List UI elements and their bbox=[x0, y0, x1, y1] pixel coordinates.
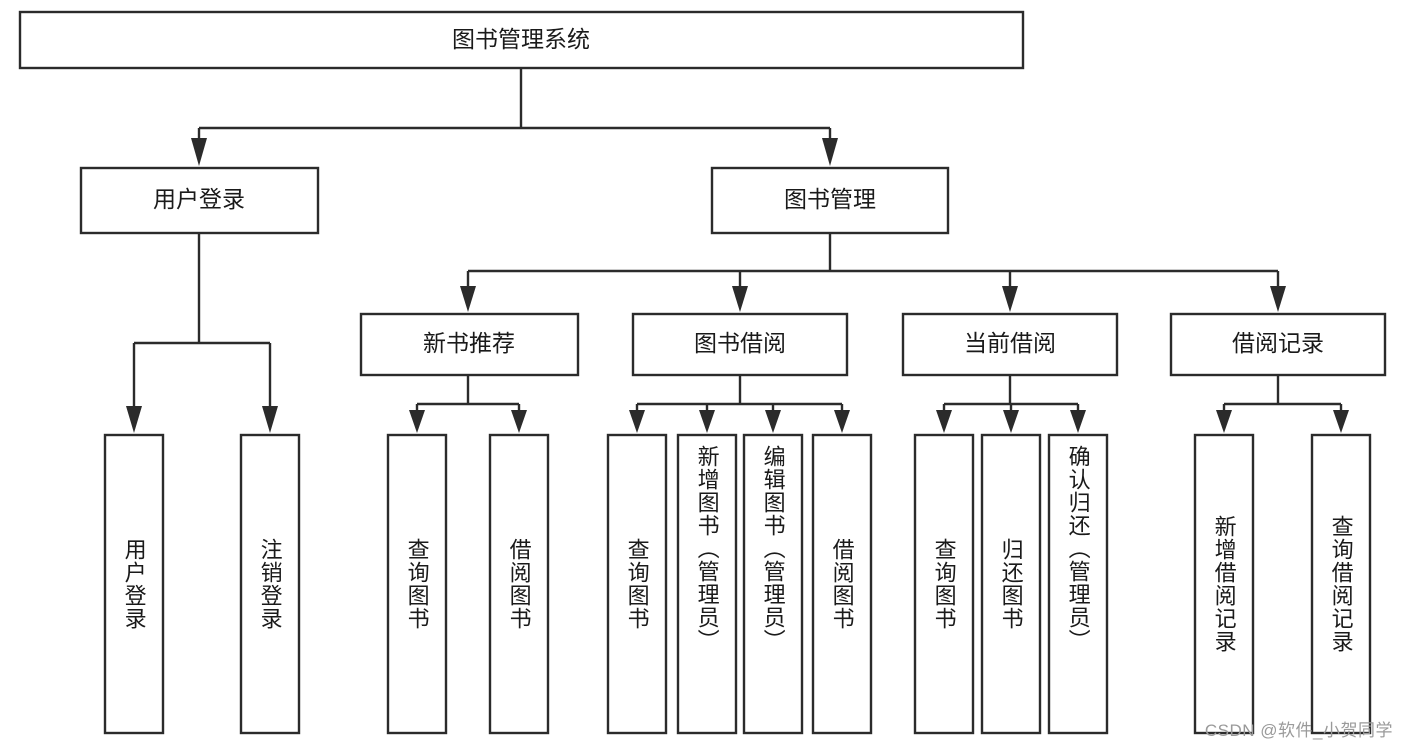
connector-group-current-borrow bbox=[936, 375, 1086, 433]
leafbox-leaf-add-book[interactable] bbox=[676, 433, 738, 735]
leafbox-leaf-query-book-2[interactable] bbox=[606, 433, 668, 735]
leafbox-leaf-add-record[interactable] bbox=[1193, 433, 1255, 735]
node-new-book-recommend-label: 新书推荐 bbox=[423, 330, 515, 356]
arrow-head-leaf-query-record bbox=[1333, 410, 1349, 433]
arrow-head-leaf-confirm-return bbox=[1070, 410, 1086, 433]
leafbox-leaf-logout-login[interactable] bbox=[239, 433, 301, 735]
node-book-management-label: 图书管理 bbox=[784, 186, 876, 212]
connector-group-new-book-recommend bbox=[409, 375, 527, 433]
arrow-head-leaf-return-book bbox=[1003, 410, 1019, 433]
node-user-login-label: 用户登录 bbox=[153, 186, 245, 212]
node-book-borrow-label: 图书借阅 bbox=[694, 330, 786, 356]
connector-group-book-management bbox=[460, 233, 1286, 312]
arrow-head-leaf-logout-login bbox=[262, 406, 278, 433]
arrow-head-new-book-recommend bbox=[460, 286, 476, 312]
arrow-head-leaf-query-book-2 bbox=[629, 410, 645, 433]
arrow-head-borrow-record bbox=[1270, 286, 1286, 312]
arrow-head-user-login bbox=[191, 138, 207, 166]
watermark-text: CSDN @软件_小贺同学 bbox=[1204, 721, 1393, 740]
arrow-head-current-borrow bbox=[1002, 286, 1018, 312]
leafbox-leaf-return-book[interactable] bbox=[980, 433, 1042, 735]
arrow-head-book-management bbox=[822, 138, 838, 166]
node-new-book-recommend[interactable] bbox=[359, 312, 580, 377]
leafbox-leaf-borrow-book-1[interactable] bbox=[488, 433, 550, 735]
leafbox-leaf-query-book-3[interactable] bbox=[913, 433, 975, 735]
connector-group-user-login bbox=[126, 233, 278, 433]
leafbox-leaf-query-record[interactable] bbox=[1310, 433, 1372, 735]
arrow-head-leaf-query-book-3 bbox=[936, 410, 952, 433]
arrow-head-leaf-borrow-book-1 bbox=[511, 410, 527, 433]
leafbox-leaf-confirm-return[interactable] bbox=[1047, 433, 1109, 735]
arrow-head-leaf-borrow-book-2 bbox=[834, 410, 850, 433]
node-current-borrow-label: 当前借阅 bbox=[964, 330, 1056, 356]
arrow-head-leaf-edit-book bbox=[765, 410, 781, 433]
connector-group-borrow-record bbox=[1216, 375, 1349, 433]
connector-group-root bbox=[191, 68, 838, 166]
node-root-label: 图书管理系统 bbox=[452, 26, 590, 52]
arrow-head-leaf-add-book bbox=[699, 410, 715, 433]
node-book-borrow[interactable] bbox=[631, 312, 849, 377]
node-root[interactable] bbox=[18, 10, 1025, 70]
node-borrow-record[interactable] bbox=[1169, 312, 1387, 377]
node-user-login[interactable] bbox=[79, 166, 320, 235]
arrow-head-leaf-query-book-1 bbox=[409, 410, 425, 433]
node-current-borrow[interactable] bbox=[901, 312, 1119, 377]
node-book-management[interactable] bbox=[710, 166, 950, 235]
leafbox-leaf-edit-book[interactable] bbox=[742, 433, 804, 735]
leafbox-leaf-user-login[interactable] bbox=[103, 433, 165, 735]
arrow-head-leaf-user-login bbox=[126, 406, 142, 433]
arrow-head-book-borrow bbox=[732, 286, 748, 312]
arrow-head-leaf-add-record bbox=[1216, 410, 1232, 433]
leafbox-leaf-borrow-book-2[interactable] bbox=[811, 433, 873, 735]
connector-group-book-borrow bbox=[629, 375, 850, 433]
node-borrow-record-label: 借阅记录 bbox=[1232, 330, 1324, 356]
leafbox-leaf-query-book-1[interactable] bbox=[386, 433, 448, 735]
